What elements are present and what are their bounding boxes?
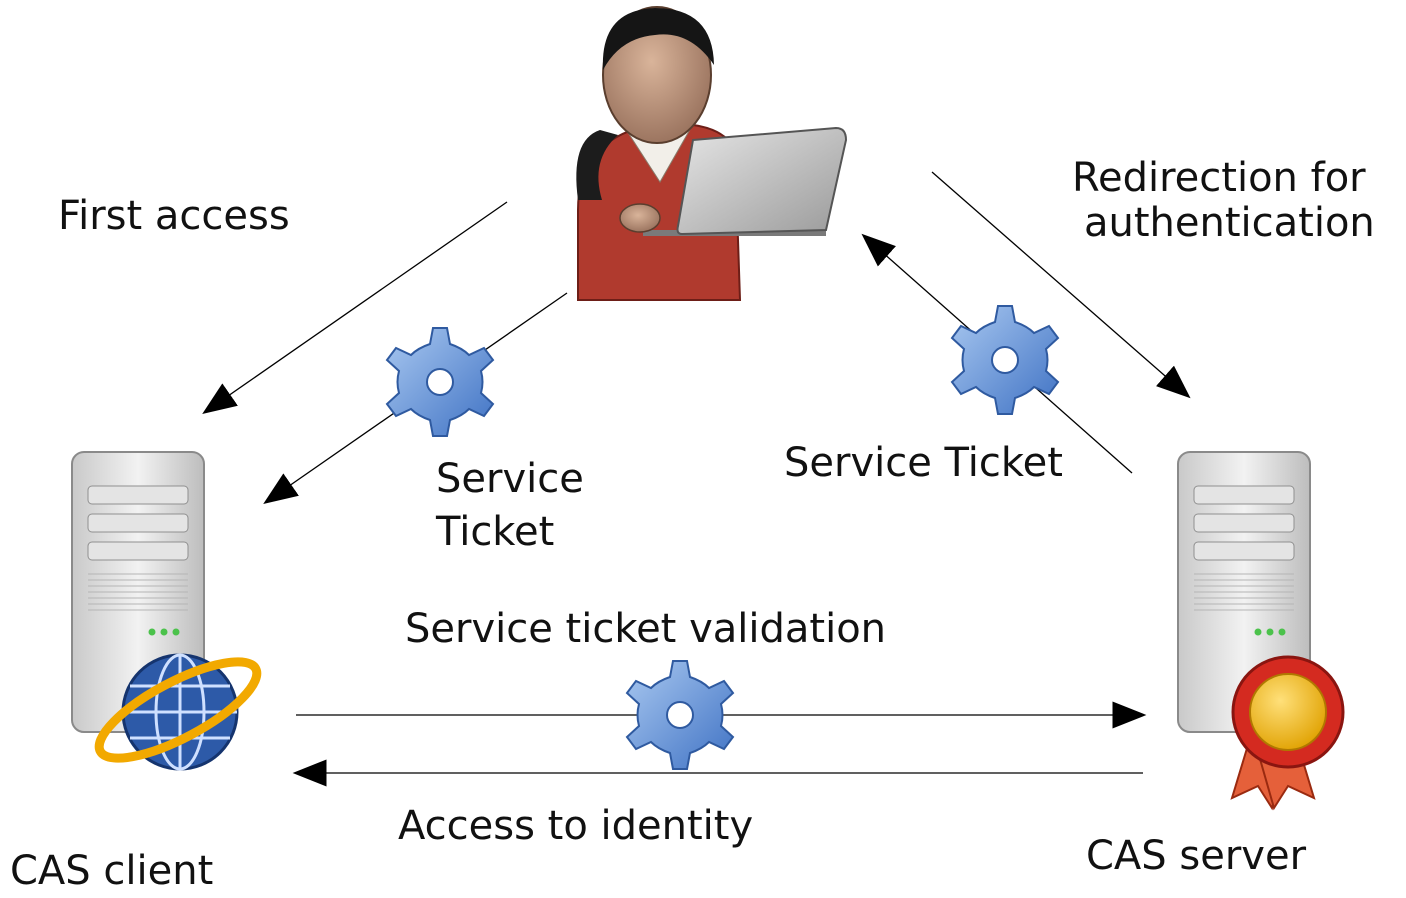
globe-icon — [94, 653, 262, 771]
gear-icon — [626, 660, 734, 770]
redirection-label-line1: Redirection for — [1072, 155, 1366, 201]
redirection-label-line2: authentication — [1084, 199, 1375, 246]
first-access-arrow — [202, 201, 508, 414]
redirection-arrow — [931, 171, 1191, 399]
redirection-label: Redirection for authentication — [1070, 152, 1375, 250]
first-access-label: First access — [58, 193, 290, 239]
service-ticket-left-line2: Ticket — [436, 508, 555, 555]
cas-client-label: CAS client — [10, 848, 214, 894]
award-ribbon-icon — [1230, 655, 1345, 811]
validation-label: Service ticket validation — [405, 606, 887, 652]
gear-icon — [951, 305, 1059, 415]
cas-server-label: CAS server — [1086, 833, 1307, 879]
service-ticket-left-label: Service Ticket — [436, 453, 584, 559]
service-ticket-left-line1: Service — [436, 456, 584, 502]
user-with-laptop-icon — [576, 6, 848, 301]
gear-icon — [386, 327, 494, 437]
service-ticket-right-label: Service Ticket — [784, 440, 1063, 486]
access-identity-label: Access to identity — [398, 803, 754, 849]
